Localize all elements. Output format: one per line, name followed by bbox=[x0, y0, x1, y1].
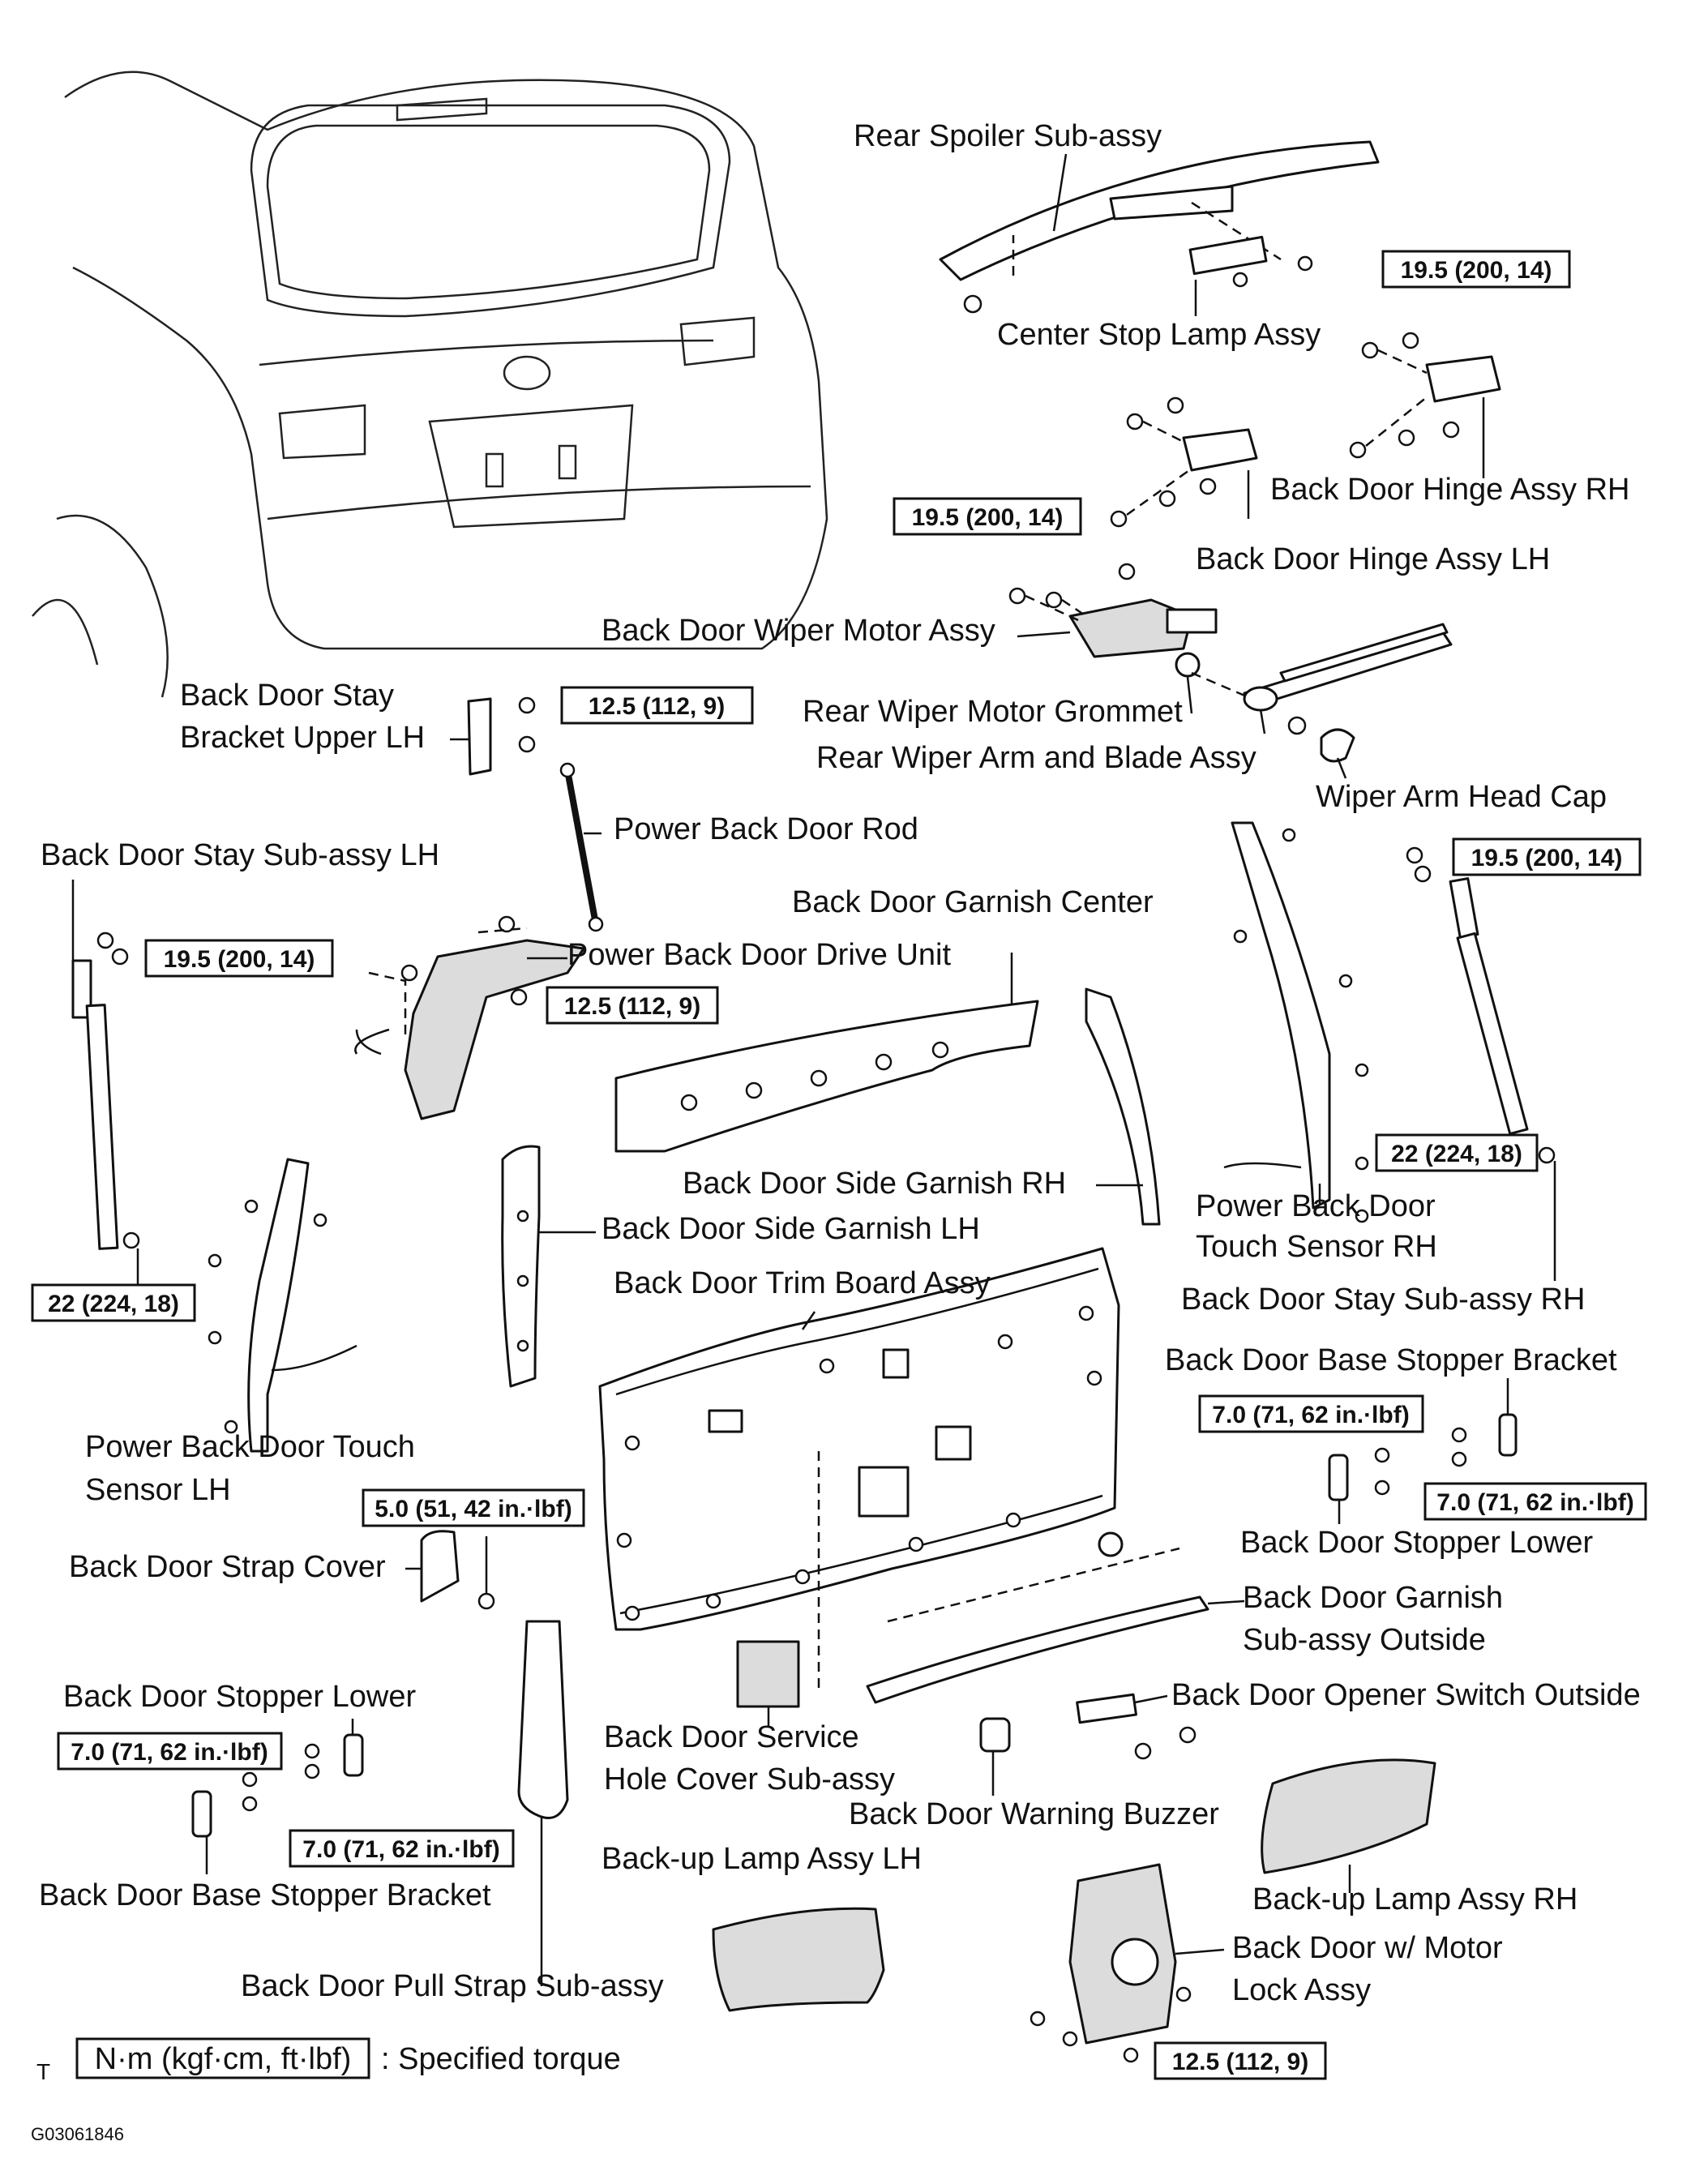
opener-switch-part bbox=[1076, 1693, 1197, 1760]
label-backup-lamp-lh: Back-up Lamp Assy LH bbox=[601, 1842, 922, 1876]
label-strap-cover: Back Door Strap Cover bbox=[69, 1550, 386, 1584]
label-opener-switch: Back Door Opener Switch Outside bbox=[1171, 1678, 1641, 1712]
wiper-motor-part bbox=[1008, 563, 1218, 658]
hinge-rh-part bbox=[1349, 332, 1501, 459]
label-side-garnish-rh: Back Door Side Garnish RH bbox=[683, 1167, 1066, 1201]
label-touch-lh-1: Power Back Door Touch bbox=[85, 1430, 415, 1464]
label-drive-unit: Power Back Door Drive Unit bbox=[567, 938, 951, 972]
warning-buzzer-part bbox=[979, 1717, 1011, 1753]
label-side-garnish-lh: Back Door Side Garnish LH bbox=[601, 1212, 980, 1246]
stopper-lower-lh-part bbox=[304, 1733, 364, 1779]
hinge-lh-part bbox=[1110, 396, 1258, 528]
service-cover-part bbox=[736, 1640, 800, 1708]
garnish-outside-part bbox=[866, 1531, 1209, 1704]
label-touch-rh-2: Touch Sensor RH bbox=[1196, 1230, 1437, 1264]
label-stopper-lower-lh: Back Door Stopper Lower bbox=[63, 1680, 416, 1714]
drive-unit-part bbox=[354, 915, 585, 1120]
torque-stay-lh-bottom: 22 (224, 18) bbox=[48, 1291, 179, 1317]
label-garnish-center: Back Door Garnish Center bbox=[792, 885, 1154, 919]
label-wiper-cap: Wiper Arm Head Cap bbox=[1316, 780, 1607, 814]
pull-strap-part bbox=[477, 1592, 569, 1819]
leader-lines bbox=[71, 153, 1556, 1986]
torque-hinge-lh: 19.5 (200, 14) bbox=[912, 504, 1064, 531]
legend-unit-box: N·m (kgf·cm, ft·lbf) bbox=[95, 2042, 352, 2076]
rear-spoiler-part bbox=[939, 140, 1380, 314]
stay-lh-part bbox=[71, 931, 140, 1250]
trim-board-part bbox=[598, 1247, 1120, 1694]
torque-stay-bracket: 12.5 (112, 9) bbox=[589, 693, 725, 720]
label-service-cover-1: Back Door Service bbox=[604, 1720, 859, 1754]
label-trim-board: Back Door Trim Board Assy bbox=[614, 1266, 991, 1300]
label-center-stop-lamp: Center Stop Lamp Assy bbox=[997, 318, 1321, 352]
torque-drive-unit: 12.5 (112, 9) bbox=[564, 993, 700, 1020]
touch-sensor-lh-part bbox=[208, 1158, 357, 1453]
torque-pull-strap: 5.0 (51, 42 in.·lbf) bbox=[375, 1496, 572, 1522]
label-backup-lamp-rh: Back-up Lamp Assy RH bbox=[1252, 1882, 1578, 1916]
label-wiper-motor: Back Door Wiper Motor Assy bbox=[601, 614, 995, 648]
label-garnish-outside-2: Sub-assy Outside bbox=[1243, 1623, 1486, 1657]
strap-cover-part bbox=[420, 1530, 460, 1603]
side-garnish-lh-part bbox=[501, 1145, 541, 1388]
legend-marker: T bbox=[36, 2059, 50, 2084]
touch-sensor-rh-part bbox=[1223, 821, 1369, 1223]
label-hinge-lh: Back Door Hinge Assy LH bbox=[1196, 542, 1550, 576]
label-stay-lh: Back Door Stay Sub-assy LH bbox=[41, 838, 439, 872]
base-stopper-lh-part bbox=[191, 1771, 258, 1838]
label-service-cover-2: Hole Cover Sub-assy bbox=[604, 1762, 895, 1796]
backup-lamp-lh-part bbox=[712, 1907, 885, 2012]
label-touch-rh-1: Power Back Door bbox=[1196, 1189, 1436, 1223]
stay-bracket-part bbox=[467, 696, 536, 776]
label-stay-rh: Back Door Stay Sub-assy RH bbox=[1181, 1283, 1585, 1317]
base-stopper-rh-part bbox=[1451, 1413, 1518, 1467]
label-wiper-grommet: Rear Wiper Motor Grommet bbox=[803, 695, 1183, 729]
power-rod-part bbox=[559, 762, 604, 932]
label-rear-spoiler: Rear Spoiler Sub-assy bbox=[854, 119, 1162, 153]
label-stay-bracket-2: Bracket Upper LH bbox=[180, 721, 425, 755]
label-stay-bracket-1: Back Door Stay bbox=[180, 679, 394, 713]
torque-legend: T N·m (kgf·cm, ft·lbf) : Specified torqu… bbox=[31, 2037, 621, 2144]
side-garnish-rh-part bbox=[1085, 987, 1161, 1226]
backup-lamp-rh-part bbox=[1261, 1758, 1436, 1874]
label-wiper-arm: Rear Wiper Arm and Blade Assy bbox=[816, 741, 1256, 775]
torque-hinge-rh: 19.5 (200, 14) bbox=[1401, 257, 1552, 284]
label-base-stopper-lh: Back Door Base Stopper Bracket bbox=[39, 1878, 491, 1912]
label-touch-lh-2: Sensor LH bbox=[85, 1473, 231, 1507]
garnish-center-part bbox=[614, 1000, 1039, 1153]
part-labels: Rear Spoiler Sub-assy Center Stop Lamp A… bbox=[39, 119, 1641, 2007]
torque-specs: 19.5 (200, 14) 19.5 (200, 14) 12.5 (112,… bbox=[31, 250, 1647, 2080]
stay-rh-part bbox=[1406, 846, 1556, 1164]
label-power-rod: Power Back Door Rod bbox=[614, 812, 918, 846]
torque-stopper-lower-lh: 7.0 (71, 62 in.·lbf) bbox=[71, 1739, 268, 1766]
label-base-stopper-rh: Back Door Base Stopper Bracket bbox=[1165, 1343, 1617, 1377]
label-motor-lock-2: Lock Assy bbox=[1232, 1973, 1371, 2007]
wiper-grommet-part bbox=[1175, 652, 1201, 678]
motor-lock-part bbox=[1030, 1863, 1192, 2063]
label-warning-buzzer: Back Door Warning Buzzer bbox=[849, 1797, 1219, 1831]
stopper-lower-rh-part bbox=[1328, 1447, 1390, 1501]
torque-stopper-lower-rh: 7.0 (71, 62 in.·lbf) bbox=[1436, 1489, 1633, 1516]
wiper-cap-part bbox=[1320, 728, 1355, 763]
label-pull-strap: Back Door Pull Strap Sub-assy bbox=[241, 1969, 664, 2003]
label-motor-lock-1: Back Door w/ Motor bbox=[1232, 1931, 1503, 1965]
label-garnish-outside-1: Back Door Garnish bbox=[1243, 1581, 1503, 1615]
label-hinge-rh: Back Door Hinge Assy RH bbox=[1270, 473, 1630, 507]
torque-stay-rh-top: 19.5 (200, 14) bbox=[1471, 845, 1623, 871]
vehicle-rear-outline bbox=[32, 71, 828, 698]
torque-stay-rh-bottom: 22 (224, 18) bbox=[1391, 1141, 1522, 1167]
wiper-arm-part bbox=[1191, 623, 1453, 735]
torque-motor-lock: 12.5 (112, 9) bbox=[1172, 2049, 1308, 2075]
torque-base-stopper-lh: 7.0 (71, 62 in.·lbf) bbox=[302, 1836, 499, 1863]
legend-text: : Specified torque bbox=[381, 2042, 621, 2076]
figure-code: G03061846 bbox=[31, 2124, 124, 2144]
torque-base-stopper-rh: 7.0 (71, 62 in.·lbf) bbox=[1212, 1402, 1409, 1428]
label-stopper-lower-rh: Back Door Stopper Lower bbox=[1240, 1526, 1593, 1560]
torque-stay-lh-top: 19.5 (200, 14) bbox=[164, 946, 315, 973]
